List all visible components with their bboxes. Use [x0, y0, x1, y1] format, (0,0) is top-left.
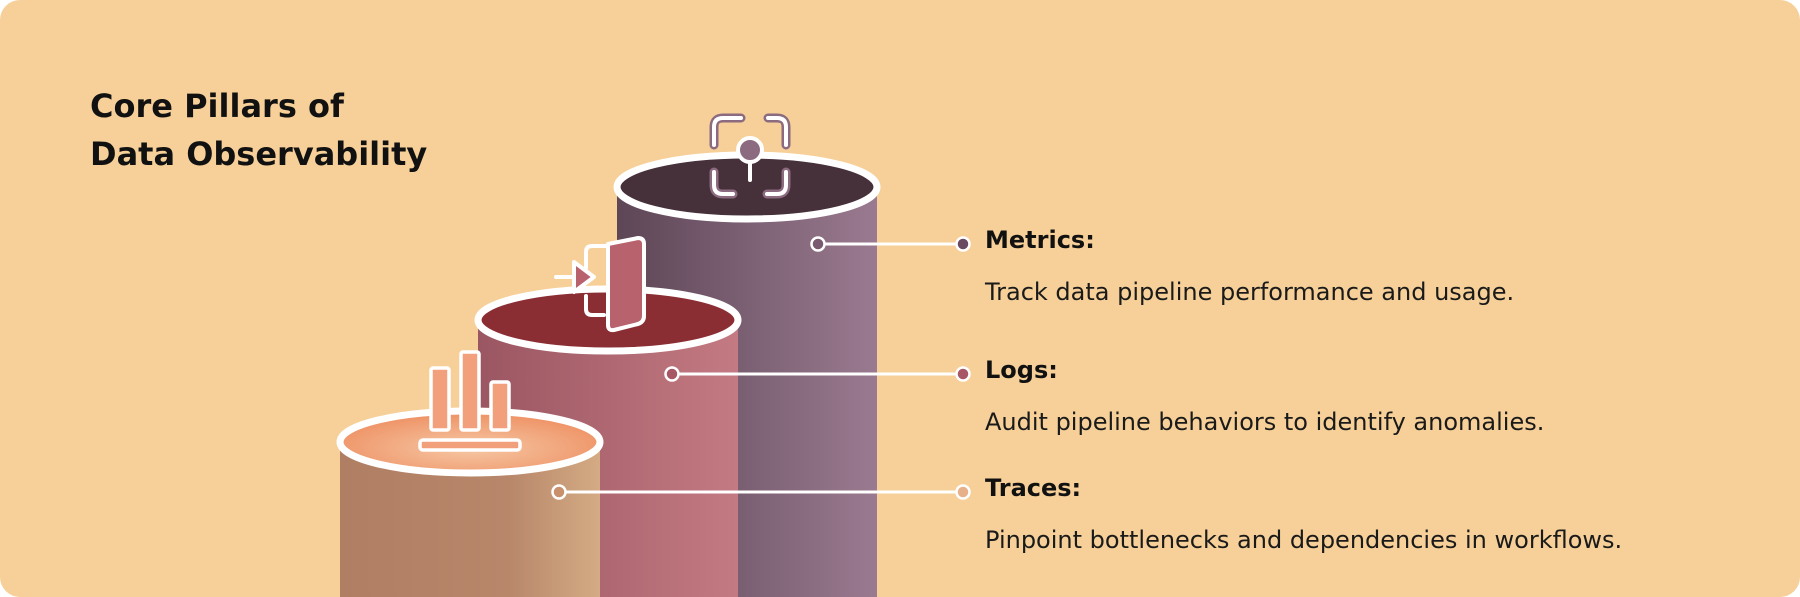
- traces-connector: [551, 484, 971, 500]
- traces-description: Pinpoint bottlenecks and dependencies in…: [985, 526, 1623, 554]
- login-door-icon: [554, 236, 646, 333]
- traces-label: Traces:: [985, 474, 1082, 502]
- title-line-2: Data Observability: [90, 135, 428, 173]
- logs-connector: [664, 366, 971, 382]
- metrics-connector: [810, 236, 971, 252]
- metrics-description: Track data pipeline performance and usag…: [985, 278, 1515, 306]
- title-line-1: Core Pillars of: [90, 87, 344, 125]
- logs-description: Audit pipeline behaviors to identify ano…: [985, 408, 1545, 436]
- bar-chart-icon: [418, 350, 522, 452]
- metrics-pillar-top: [613, 151, 881, 223]
- focus-pin-icon: [709, 113, 791, 199]
- page-title: Core Pillars of Data Observability: [90, 82, 427, 178]
- metrics-label: Metrics:: [985, 226, 1095, 254]
- logs-label: Logs:: [985, 356, 1058, 384]
